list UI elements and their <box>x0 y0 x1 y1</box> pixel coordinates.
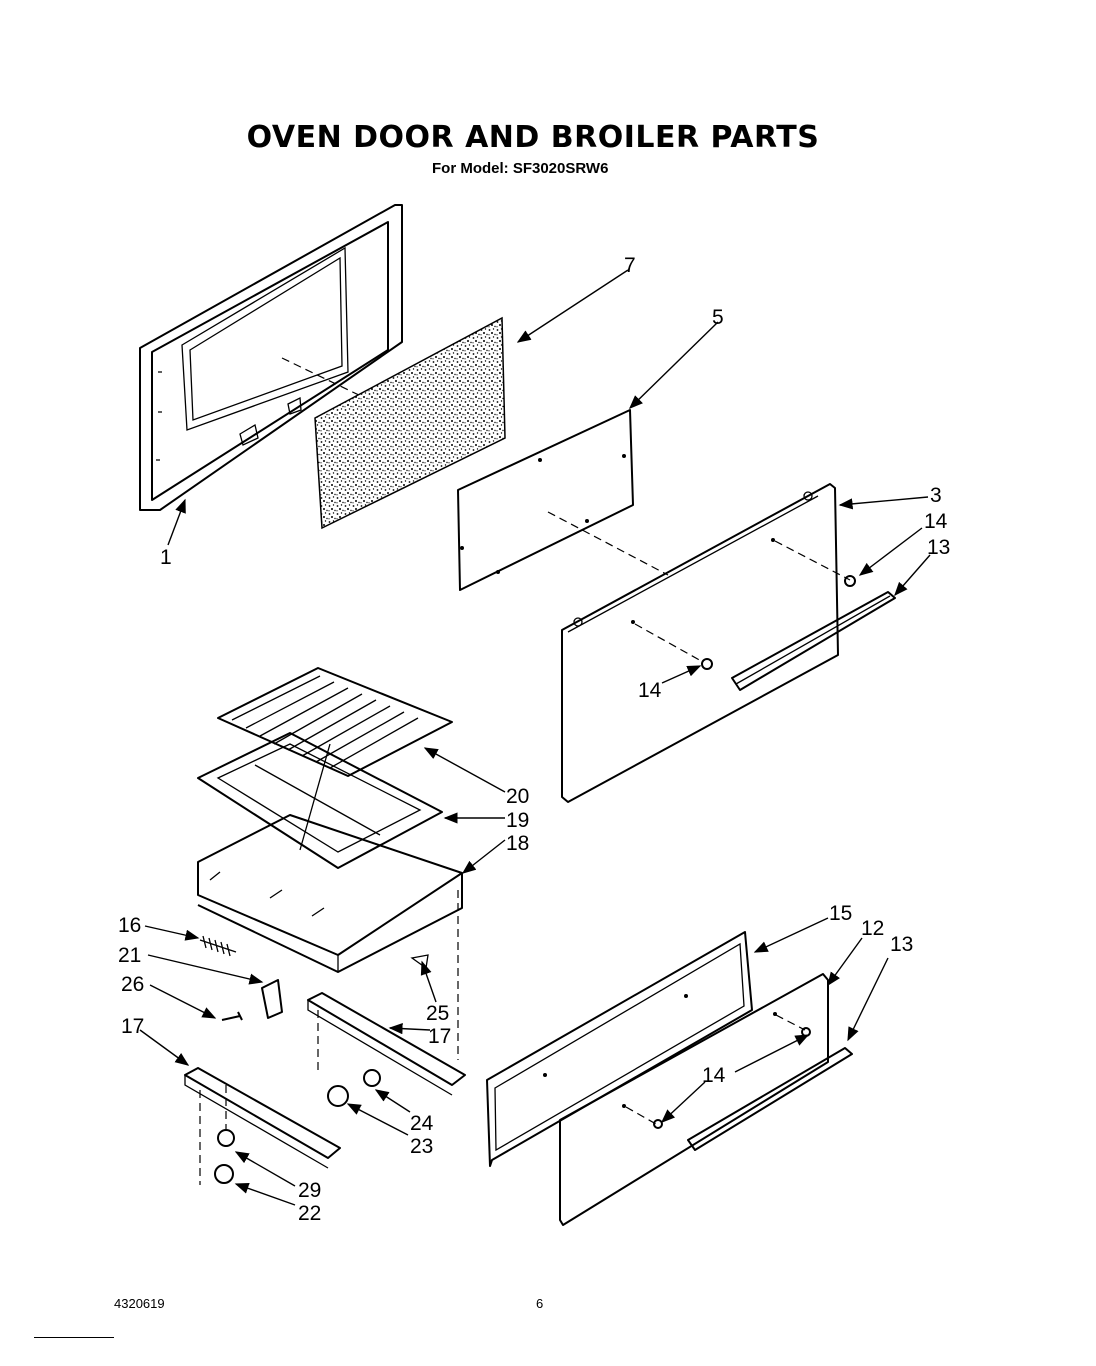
callout-29: 29 <box>298 1179 321 1202</box>
screw-part-26 <box>221 1011 243 1021</box>
callout-5: 5 <box>712 306 724 329</box>
rail-part-17-lower <box>184 1067 341 1169</box>
assembly-line-12b <box>625 1106 657 1125</box>
callout-17: 17 <box>428 1025 451 1048</box>
roller-part-22 <box>214 1164 234 1184</box>
callout-3: 3 <box>930 484 942 507</box>
document-number: 4320619 <box>114 1296 165 1311</box>
callout-13: 13 <box>927 536 950 559</box>
spring-part-16 <box>199 935 237 957</box>
callout-16: 16 <box>118 914 141 937</box>
callout-26: 26 <box>121 973 144 996</box>
spacer-part-14 <box>653 1119 663 1129</box>
clip-part-25 <box>410 954 429 970</box>
callout-14: 14 <box>924 510 948 533</box>
callout-24: 24 <box>410 1112 434 1135</box>
broiler-pan-part-18 <box>197 814 463 973</box>
inner-door-frame-part-1 <box>139 204 403 511</box>
broiler-door-inner-part-15 <box>486 931 753 1167</box>
assembly-line-3b <box>634 623 704 663</box>
spacer-part-14 <box>801 1027 811 1037</box>
insulation-part-7 <box>314 316 506 530</box>
assembly-line-12a <box>775 1014 806 1031</box>
callout-12: 12 <box>861 917 884 940</box>
footer-rule <box>34 1337 114 1338</box>
callout-1: 1 <box>160 546 172 569</box>
assembly-line-1 <box>281 357 366 399</box>
spacer-part-14 <box>701 658 713 670</box>
model-subtitle: For Model: SF3020SRW6 <box>432 160 609 177</box>
page-number: 6 <box>536 1296 544 1311</box>
assembly-line-lower <box>199 1085 227 1185</box>
door-handle-part-13 <box>731 591 896 691</box>
callout-14: 14 <box>702 1064 726 1087</box>
callout-21: 21 <box>118 944 141 967</box>
broiler-pan-insert-part-19 <box>197 732 443 869</box>
assembly-line-5 <box>547 511 669 576</box>
callout-18: 18 <box>506 832 529 855</box>
callout-22: 22 <box>298 1202 321 1225</box>
leader-arrows <box>139 269 931 1206</box>
roller-part-29 <box>217 1129 235 1147</box>
outer-door-part-3 <box>561 483 839 803</box>
callout-19: 19 <box>506 809 529 832</box>
assembly-line-3a <box>774 540 851 581</box>
callout-7: 7 <box>624 254 636 277</box>
spacer-part-14 <box>844 575 856 587</box>
callout-labels: 1 7 5 3 14 13 14 20 19 18 16 21 26 25 17… <box>118 254 950 1225</box>
page-title: OVEN DOOR AND BROILER PARTS <box>246 120 820 155</box>
callout-20: 20 <box>506 785 529 808</box>
broiler-grid-part-20 <box>217 667 453 777</box>
bracket-part-21 <box>261 979 283 1019</box>
callout-15: 15 <box>829 902 852 925</box>
roller-part-24 <box>363 1069 381 1087</box>
callout-23: 23 <box>410 1135 433 1158</box>
broiler-door-outer-part-12 <box>559 973 829 1226</box>
callout-13: 13 <box>890 933 913 956</box>
roller-part-23 <box>327 1085 349 1107</box>
callout-25: 25 <box>426 1002 449 1025</box>
callout-17: 17 <box>121 1015 144 1038</box>
broiler-handle-part-13 <box>687 1047 853 1151</box>
door-panel-part-5 <box>457 409 634 591</box>
callout-14: 14 <box>638 679 662 702</box>
rail-part-17-upper <box>307 992 466 1096</box>
